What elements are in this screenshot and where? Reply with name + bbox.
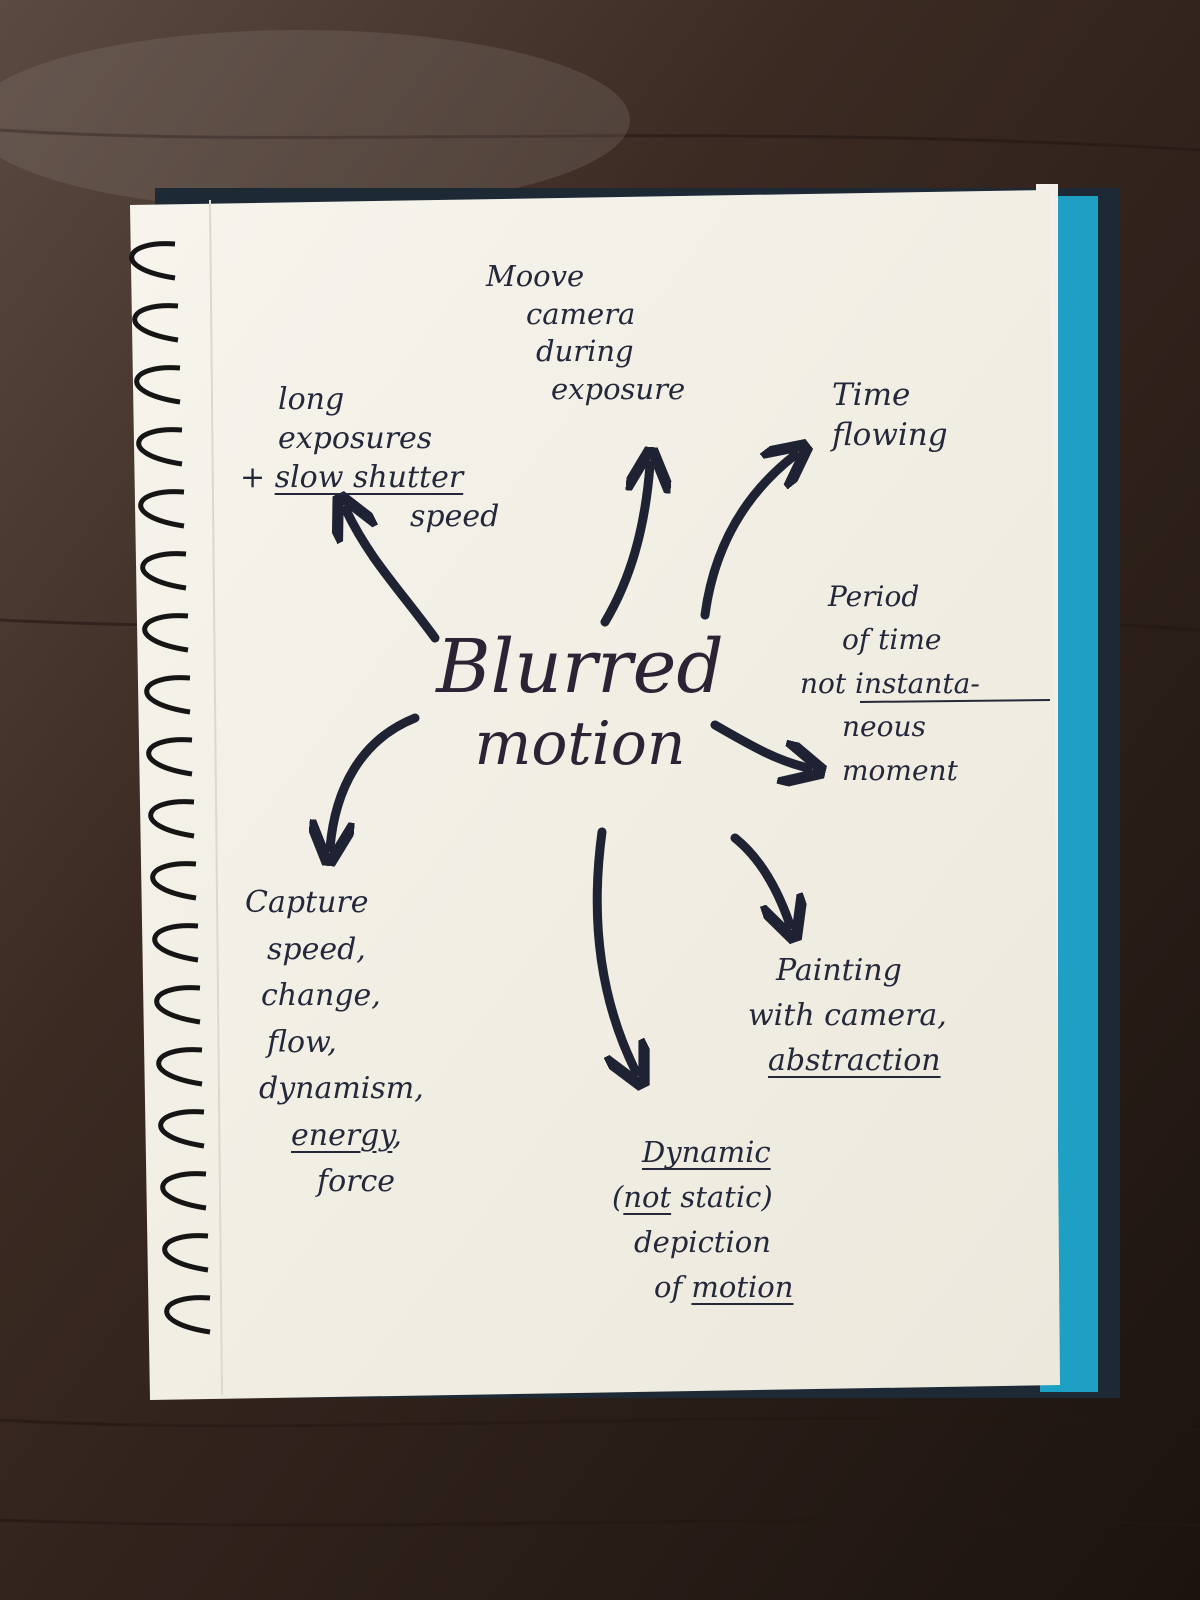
node-capture: Capture speed, change, flow, dynamism, e… xyxy=(245,880,424,1206)
long-exposures-slow-shutter: slow shutter xyxy=(274,460,464,495)
painting-abstraction: abstraction xyxy=(768,1043,941,1078)
dynamic-line-2: (not static) xyxy=(612,1175,793,1220)
time-flowing-line-1: Time xyxy=(832,377,911,413)
node-time-flowing: Time flowing xyxy=(832,375,948,456)
node-move-camera: Moove camera during exposure xyxy=(486,258,685,409)
capture-energy: energy xyxy=(291,1117,393,1153)
long-exposures-line-3: + slow shutter xyxy=(240,458,499,497)
dynamic-line-3: depiction xyxy=(634,1224,771,1259)
period-line-3: not instanta- xyxy=(800,666,980,700)
capture-line-4: flow, xyxy=(267,1024,337,1060)
arrow-to-move-camera xyxy=(600,465,650,627)
long-exposures-line-4: speed xyxy=(410,499,500,534)
arrow-to-dynamic xyxy=(592,827,636,1072)
arrow-to-time-flowing xyxy=(700,455,795,620)
center-line-1: Blurred xyxy=(436,624,724,710)
capture-comma: , xyxy=(392,1117,402,1153)
period-line-2: of time xyxy=(842,623,942,657)
painting-line-2: with camera, xyxy=(748,998,947,1033)
dynamic-title: Dynamic xyxy=(642,1135,771,1169)
dynamic-motion: motion xyxy=(691,1269,794,1304)
center-node: Blurred motion xyxy=(430,624,730,780)
node-long-exposures: long exposures + slow shutter speed xyxy=(240,380,499,536)
dynamic-of: of xyxy=(654,1269,692,1304)
move-camera-line-2: camera xyxy=(526,296,636,331)
period-line-1: Period xyxy=(828,580,920,613)
time-flowing-line-2: flowing xyxy=(832,417,948,454)
capture-line-3: change, xyxy=(261,978,381,1013)
period-line-4: neous xyxy=(842,710,926,744)
capture-line-6: energy, xyxy=(245,1113,424,1160)
long-exposures-line-2: exposures xyxy=(278,421,433,456)
node-dynamic: Dynamic (not static) depiction of motion xyxy=(612,1130,793,1310)
capture-line-5: dynamism, xyxy=(259,1071,424,1106)
dynamic-line-4: of motion xyxy=(612,1265,793,1310)
arrow-to-capture xyxy=(330,713,420,848)
page-perforation xyxy=(209,199,223,1396)
arrow-to-long-exposures xyxy=(346,510,440,643)
spiral-binding xyxy=(129,241,211,1335)
arrow-to-painting xyxy=(730,833,790,925)
desk-glare xyxy=(0,30,630,210)
dynamic-static: static) xyxy=(671,1179,773,1214)
center-line-2: motion xyxy=(474,709,686,780)
move-camera-line-1: Moove xyxy=(486,259,585,293)
long-exposures-plus: + xyxy=(240,460,275,495)
dynamic-line-1: Dynamic xyxy=(612,1130,793,1175)
arrow-to-period-of-time xyxy=(710,720,808,768)
period-underline xyxy=(859,699,1051,703)
move-camera-line-3: during xyxy=(536,334,634,369)
mindmap-arrows xyxy=(330,455,808,1072)
painting-line-1: Painting xyxy=(776,953,902,988)
move-camera-line-4: exposure xyxy=(551,372,686,407)
capture-line-7: force xyxy=(317,1164,396,1199)
node-period-of-time: Period of time not instanta- neous momen… xyxy=(800,575,980,792)
painting-line-3: abstraction xyxy=(748,1038,947,1083)
capture-line-2: speed, xyxy=(267,931,366,967)
capture-line-1: Capture xyxy=(245,885,369,920)
dynamic-not: not xyxy=(623,1179,672,1214)
node-painting: Painting with camera, abstraction xyxy=(748,948,947,1083)
period-line-5: moment xyxy=(842,753,958,787)
dynamic-open-paren: ( xyxy=(612,1179,624,1214)
long-exposures-line-1: long xyxy=(278,382,345,417)
